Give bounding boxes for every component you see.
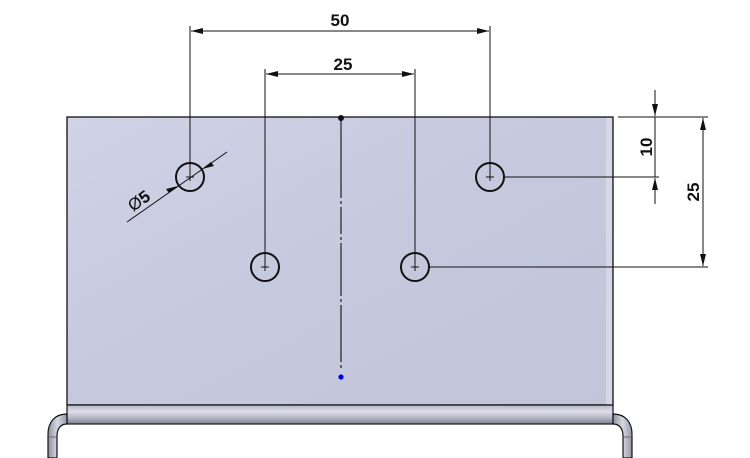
dimension-text-10[interactable]: 10 <box>637 138 656 157</box>
dimension-text-25-vertical[interactable]: 25 <box>684 183 703 202</box>
dimension-text-50[interactable]: 50 <box>331 11 350 30</box>
bend-region[interactable] <box>67 405 613 424</box>
plate-face[interactable] <box>66 116 614 406</box>
dimension-25-horizontal[interactable]: 25 <box>264 55 416 267</box>
right-flange-bend <box>612 413 633 458</box>
dimension-10[interactable]: 10 <box>504 90 708 204</box>
origin-point[interactable] <box>338 374 344 380</box>
plate-right-edge <box>606 118 612 405</box>
sheet-metal-part[interactable] <box>47 116 633 458</box>
centerline[interactable] <box>338 115 344 380</box>
leader-arrow <box>166 186 178 193</box>
dimension-25-vertical[interactable]: 25 <box>429 118 708 268</box>
leader-arrow <box>202 162 214 169</box>
dimension-text-25-horizontal[interactable]: 25 <box>334 55 353 74</box>
dimension-50[interactable]: 50 <box>189 11 491 177</box>
left-flange-bend <box>47 413 68 458</box>
midpoint-marker[interactable] <box>338 115 344 121</box>
